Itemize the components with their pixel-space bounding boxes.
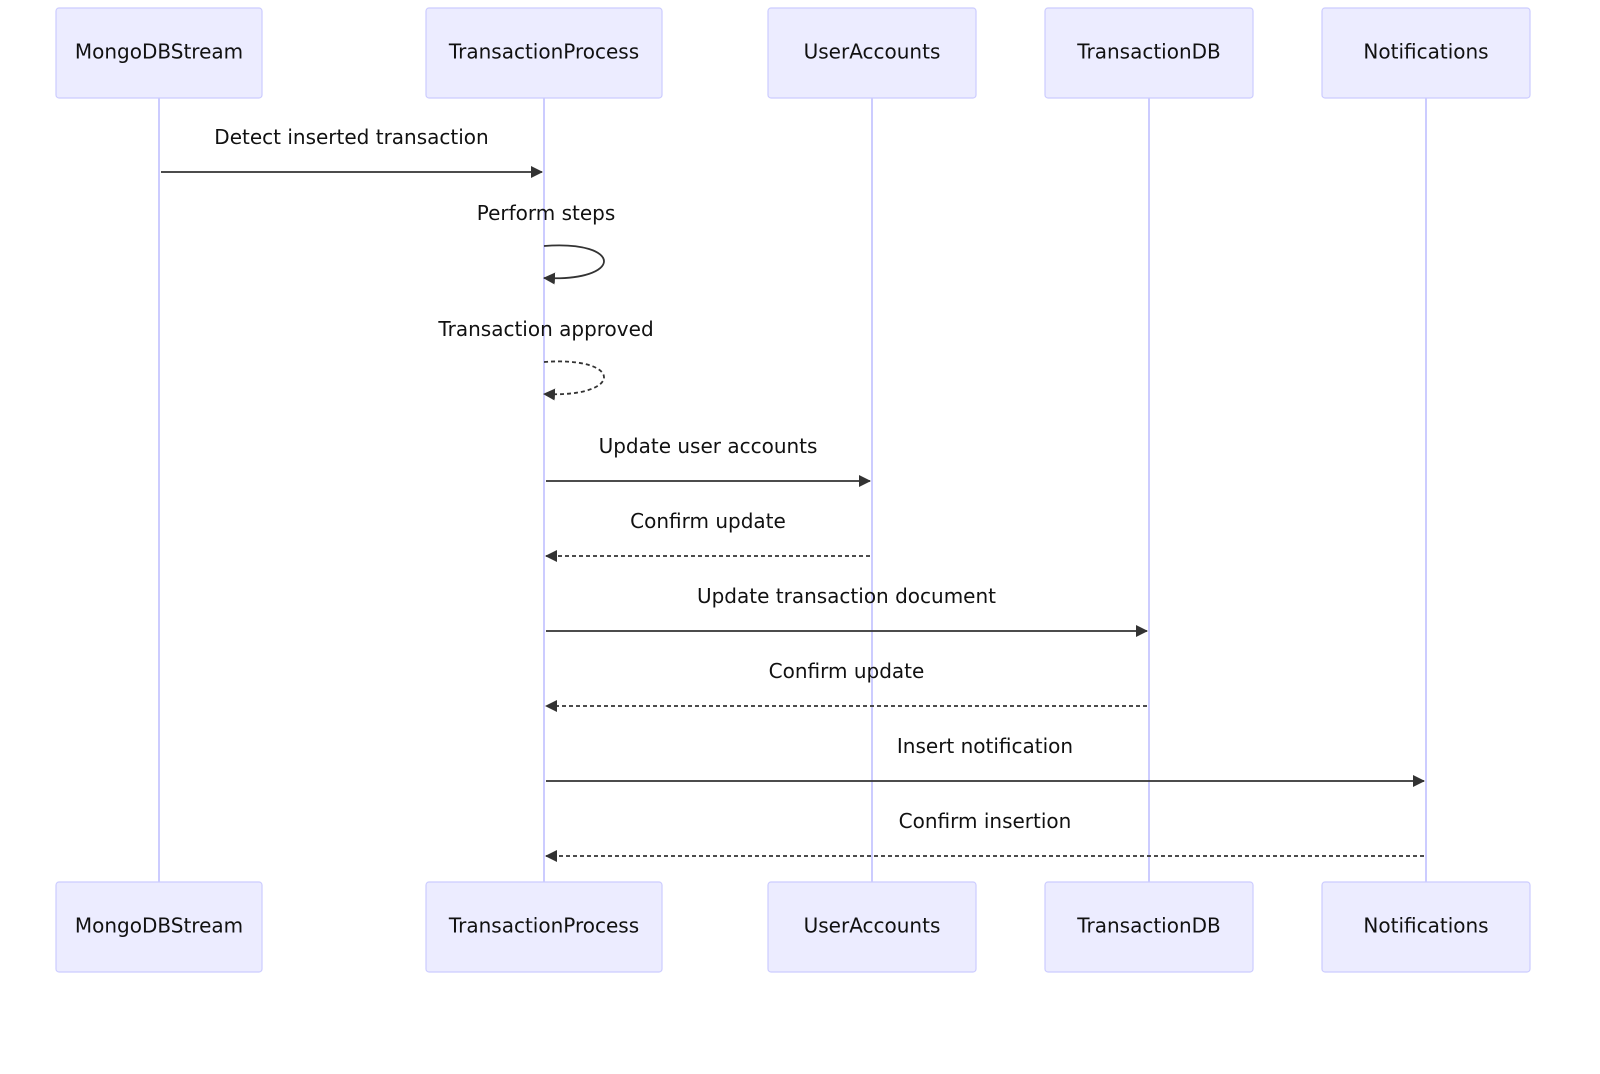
participant-label: TransactionDB <box>1076 914 1221 938</box>
message-label: Update transaction document <box>697 584 996 608</box>
message-1: Perform steps <box>477 201 616 285</box>
participant-tdb-top: TransactionDB <box>1044 7 1254 99</box>
participant-ua-top: UserAccounts <box>767 7 977 99</box>
participant-label: TransactionDB <box>1076 40 1221 64</box>
participant-box <box>1321 881 1531 973</box>
participant-box <box>1044 7 1254 99</box>
participant-box <box>1321 7 1531 99</box>
participant-label: UserAccounts <box>804 40 941 64</box>
message-8: Confirm insertion <box>545 809 1424 862</box>
participant-tp-top: TransactionProcess <box>425 7 663 99</box>
message-0: Detect inserted transaction <box>161 125 543 178</box>
message-label: Insert notification <box>897 734 1073 758</box>
participant-label: MongoDBStream <box>75 914 243 938</box>
participant-box <box>425 7 663 99</box>
participant-label: Notifications <box>1363 40 1488 64</box>
message-label: Confirm insertion <box>899 809 1072 833</box>
message-7: Insert notification <box>546 734 1425 787</box>
participant-mongo-bottom: MongoDBStream <box>55 881 263 973</box>
participant-ua-bottom: UserAccounts <box>767 881 977 973</box>
message-label: Transaction approved <box>437 317 653 341</box>
participant-box <box>55 881 263 973</box>
self-message-arrow <box>543 360 605 401</box>
participant-label: Notifications <box>1363 914 1488 938</box>
participant-tp-bottom: TransactionProcess <box>425 881 663 973</box>
participant-mongo-top: MongoDBStream <box>55 7 263 99</box>
participant-box <box>425 881 663 973</box>
participant-label: MongoDBStream <box>75 40 243 64</box>
participant-box <box>55 7 263 99</box>
message-label: Confirm update <box>769 659 925 683</box>
participant-label: UserAccounts <box>804 914 941 938</box>
message-4: Confirm update <box>545 509 870 562</box>
message-2: Transaction approved <box>437 317 654 401</box>
participant-notif-top: Notifications <box>1321 7 1531 99</box>
message-label: Perform steps <box>477 201 616 225</box>
message-label: Update user accounts <box>599 434 818 458</box>
participant-label: TransactionProcess <box>448 40 639 64</box>
message-5: Update transaction document <box>546 584 1148 637</box>
participant-box <box>767 881 977 973</box>
participant-box <box>1044 881 1254 973</box>
participant-box <box>767 7 977 99</box>
participant-tdb-bottom: TransactionDB <box>1044 881 1254 973</box>
message-label: Detect inserted transaction <box>214 125 488 149</box>
message-label: Confirm update <box>630 509 786 533</box>
message-6: Confirm update <box>545 659 1147 712</box>
message-3: Update user accounts <box>546 434 871 487</box>
participant-label: TransactionProcess <box>448 914 639 938</box>
participant-notif-bottom: Notifications <box>1321 881 1531 973</box>
self-message-arrow <box>543 244 605 285</box>
